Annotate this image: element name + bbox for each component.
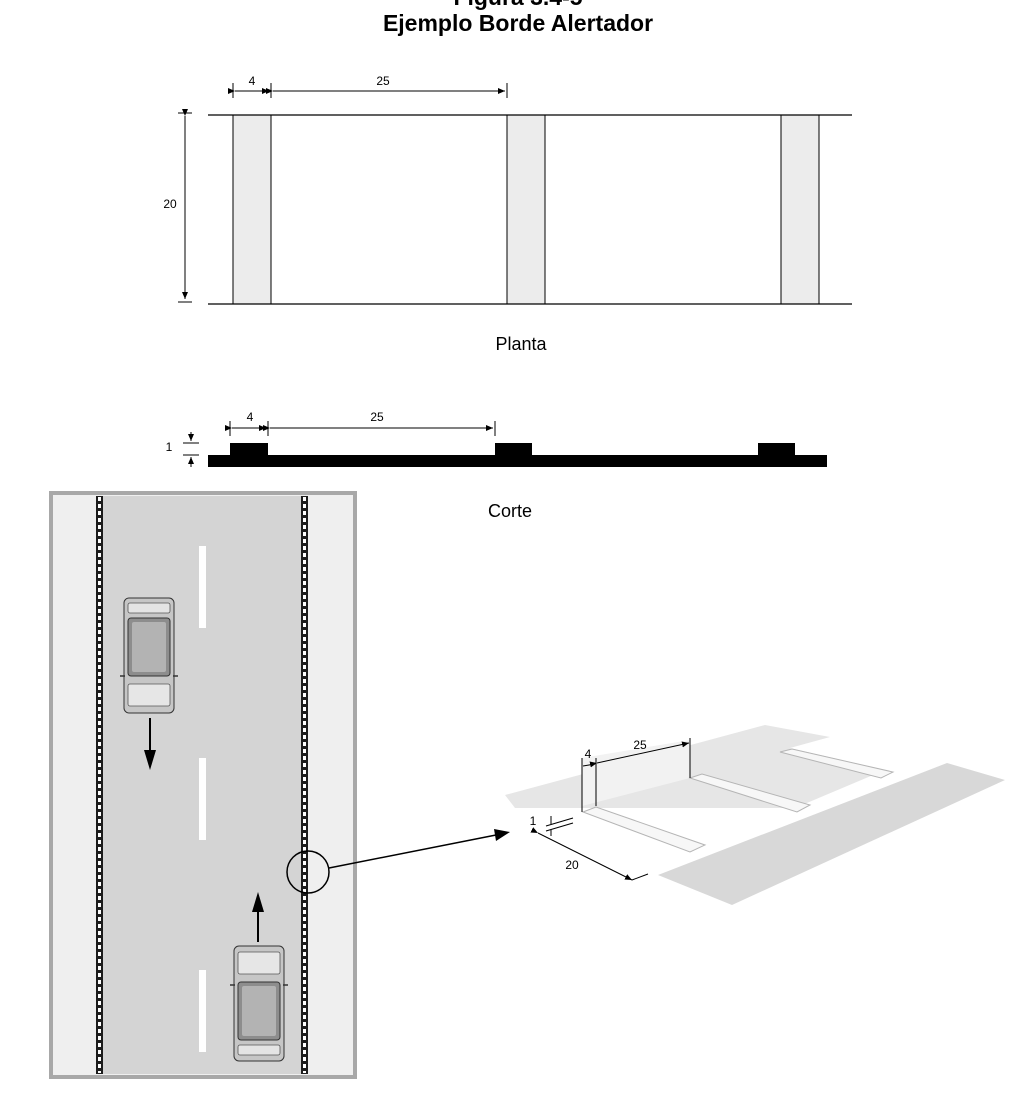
- iso-view: 4 25 1 20: [505, 725, 1005, 905]
- rumble-strip-left: [96, 496, 103, 1074]
- section-dim-thickness: 1: [166, 432, 199, 467]
- plan-caption: Planta: [495, 334, 547, 354]
- iso-dim-band-width-label: 4: [585, 747, 592, 761]
- plan-view: 4 25 20 Planta: [163, 74, 852, 354]
- detail-pointer-arrow: [328, 829, 510, 869]
- section-dim-spacing: 25: [263, 410, 496, 436]
- section-dim-band-width-label: 4: [247, 410, 254, 424]
- plan-dim-height-label: 20: [163, 197, 177, 211]
- iso-strip-3: [779, 748, 895, 779]
- section-bump-2: [495, 443, 532, 456]
- plan-dim-band-width-label: 4: [249, 74, 256, 88]
- section-dim-band-width: 4: [225, 410, 269, 436]
- center-dash-2: [199, 758, 206, 840]
- section-dim-spacing-label: 25: [370, 410, 384, 424]
- iso-strip-2: [688, 773, 812, 813]
- rumble-strip-right: [301, 496, 308, 1074]
- figure-title: Ejemplo Borde Alertador: [382, 10, 654, 36]
- road-illustration: [49, 491, 357, 1079]
- plan-dim-spacing: 25: [266, 74, 508, 98]
- section-caption: Corte: [488, 501, 532, 521]
- iso-shoulder-surface: [505, 725, 885, 808]
- iso-dim-depth-label: 20: [565, 858, 579, 872]
- car-southbound: [120, 597, 178, 714]
- center-dash-1: [199, 546, 206, 628]
- section-view: 4 25 1 Corte: [166, 410, 827, 521]
- plan-dim-spacing-label: 25: [376, 74, 390, 88]
- detail-circle: [286, 850, 330, 894]
- arrow-down-icon: [144, 718, 156, 770]
- plan-dim-band-width: 4: [228, 74, 272, 98]
- figure-number: Figura 3.4-5: [0, 0, 1036, 11]
- arrow-up-icon: [252, 892, 264, 942]
- section-dim-thickness-label: 1: [166, 440, 173, 454]
- plan-band-1: [232, 114, 272, 305]
- plan-dim-height: 20: [163, 109, 192, 303]
- section-bump-3: [758, 443, 795, 456]
- center-dash-3: [199, 970, 206, 1052]
- iso-dim-thickness-label: 1: [530, 814, 537, 828]
- iso-dim-spacing-label: 25: [633, 738, 647, 752]
- section-base: [208, 455, 827, 467]
- iso-pavement-surface: [658, 763, 1005, 905]
- section-bump-1: [230, 443, 268, 456]
- plan-band-2: [506, 114, 546, 305]
- iso-strip-1: [581, 806, 707, 853]
- car-northbound: [230, 945, 288, 1062]
- plan-band-3: [780, 114, 820, 305]
